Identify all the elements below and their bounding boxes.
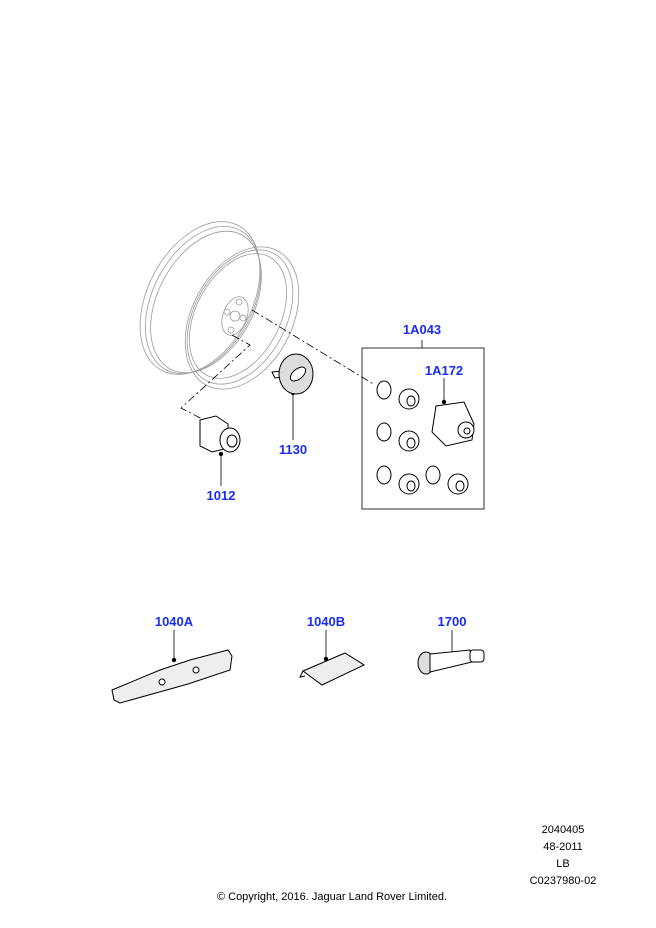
copyright-text: © Copyright, 2016. Jaguar Land Rover Lim… <box>216 891 448 903</box>
part-label-1012[interactable]: 1012 <box>206 488 236 503</box>
part-label-1a043[interactable]: 1A043 <box>402 322 442 337</box>
catalogue-code: C0237980-02 <box>529 875 597 887</box>
part-drawings <box>111 353 485 704</box>
center-cap-drawing <box>271 353 314 395</box>
part-label-1700[interactable]: 1700 <box>437 614 467 629</box>
market-code: LB <box>556 858 570 870</box>
part-label-1040a[interactable]: 1040A <box>154 614 194 629</box>
balance-weight-a-drawing <box>111 649 233 704</box>
balance-weight-b-drawing <box>299 652 366 686</box>
part-label-1040b[interactable]: 1040B <box>306 614 346 629</box>
part-label-1a172[interactable]: 1A172 <box>424 363 464 378</box>
illustration-code: 2040405 <box>541 824 585 836</box>
wheel-drawing <box>139 221 300 390</box>
wheel-nut-drawing <box>199 415 241 453</box>
date-code: 48-2011 <box>543 841 583 853</box>
locking-nuts-drawing <box>376 380 475 495</box>
part-label-1130[interactable]: 1130 <box>278 442 308 457</box>
valve-drawing <box>417 649 485 675</box>
